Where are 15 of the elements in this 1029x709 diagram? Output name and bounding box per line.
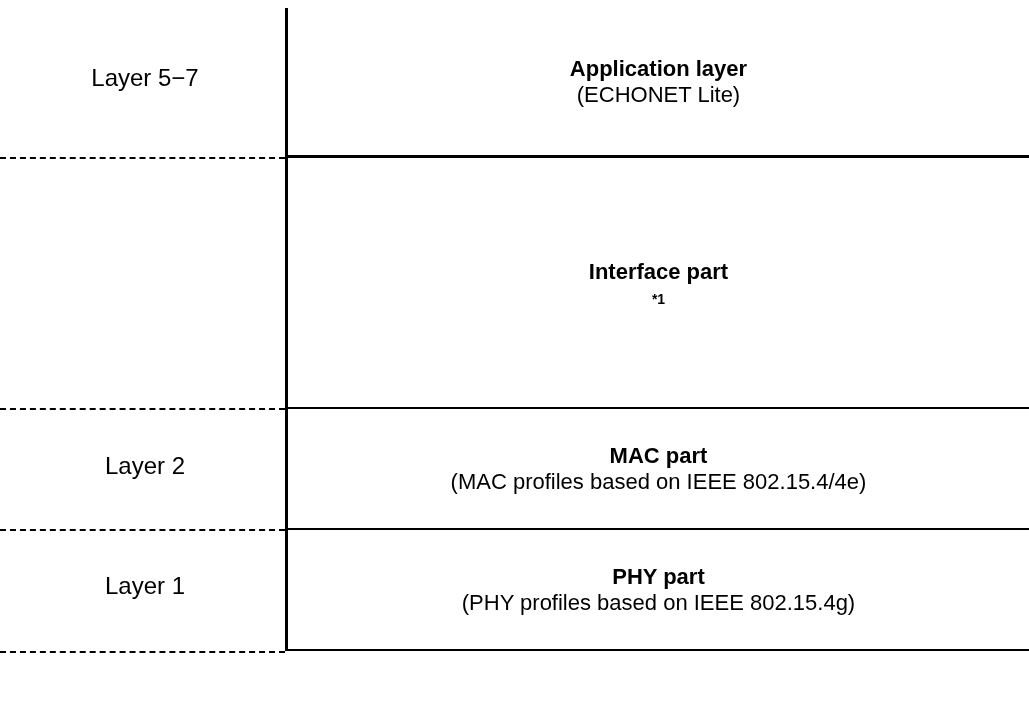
layer-box (285, 530, 1029, 651)
layer-description: (MAC profiles based on IEEE 802.15.4/4e) (450, 468, 867, 495)
layer-box (285, 409, 1029, 530)
layer-label: Layer 2 (103, 452, 187, 480)
layer-title: Interface part (588, 258, 729, 285)
layer-title: Application layer (569, 55, 748, 82)
layer-title: MAC part (609, 442, 708, 469)
layer-title: PHY part (612, 563, 705, 590)
layer-box (285, 158, 1029, 409)
layer-label: Layer 1 (103, 572, 187, 600)
layer-label: Layer 5−7 (90, 64, 200, 92)
layer-description: (PHY profiles based on IEEE 802.15.4g) (461, 589, 856, 616)
layer-description: (ECHONET Lite) (576, 81, 741, 108)
footnote-mark: *1 (651, 290, 666, 307)
layer-box (285, 8, 1029, 158)
